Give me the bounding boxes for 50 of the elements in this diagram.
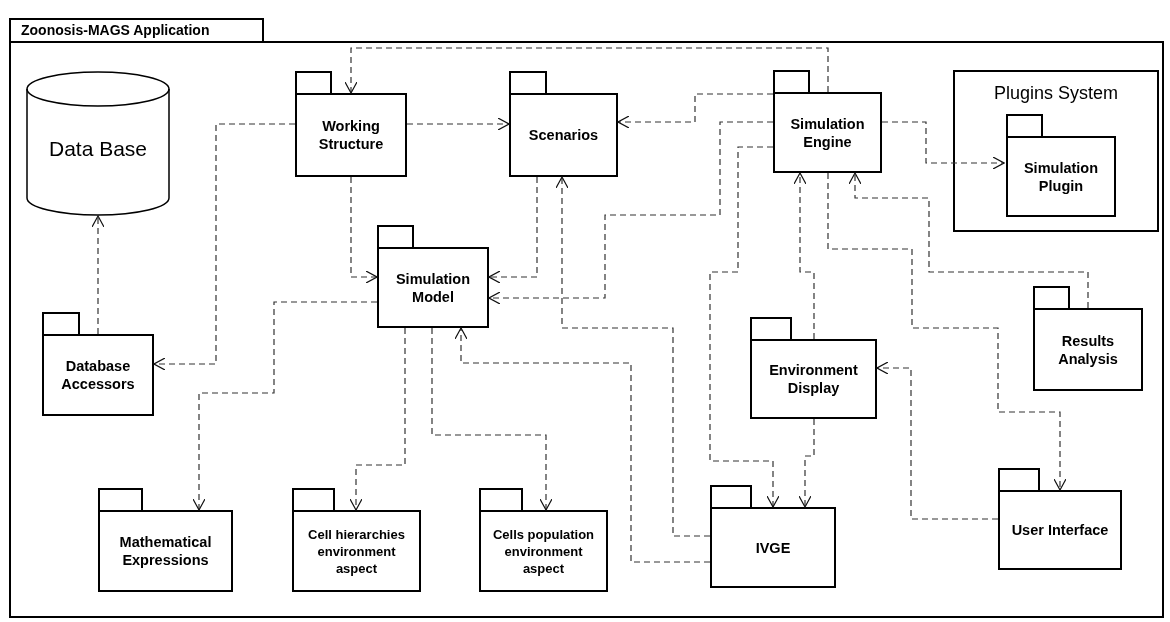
package-box: [98, 510, 233, 592]
package-label: User Interface: [1011, 521, 1109, 539]
package-label: Simulation Plugin: [1022, 158, 1100, 195]
dependency-arrow: [454, 327, 711, 563]
dependency-arrow: [488, 176, 538, 284]
package-label: Simulation Engine: [789, 114, 866, 151]
package-label: Results Analysis: [1057, 331, 1119, 368]
package-label: Mathematical Expressions: [118, 533, 213, 569]
subsystem-title: Plugins System: [992, 82, 1120, 105]
dependency-arrow: [153, 123, 296, 371]
package-box: [998, 490, 1122, 570]
dependency-arrow: [876, 361, 999, 520]
package-label: IVGE: [755, 538, 791, 557]
dependency-arrow: [555, 176, 711, 537]
dependency-arrow: [350, 176, 378, 284]
package-box: [750, 339, 877, 419]
dependency-arrow: [488, 121, 774, 305]
dependency-arrow: [827, 172, 1067, 491]
dependency-arrow: [344, 47, 829, 94]
subsystem-box: [953, 70, 1159, 232]
package-box: [292, 510, 421, 592]
package-label: Cell hierarchies environment aspect: [307, 525, 406, 577]
dependency-arrow: [798, 418, 815, 508]
package-label: Simulation Model: [394, 269, 472, 306]
package-box: [1006, 136, 1116, 217]
dependency-arrow: [709, 146, 780, 508]
dependency-arrow: [848, 172, 1089, 309]
package-label: Environment Display: [768, 361, 859, 397]
frame-title: Zoonosis-MAGS Application: [21, 21, 210, 40]
dependency-arrow: [406, 117, 510, 131]
dependency-arrow: [349, 327, 406, 511]
dependency-arrow: [192, 301, 378, 511]
package-label: Working Structure: [317, 117, 385, 153]
package-box: [1033, 308, 1143, 391]
package-box: [42, 334, 154, 416]
package-box: [295, 93, 407, 177]
dependency-arrow: [431, 327, 553, 511]
package-box: [773, 92, 882, 173]
package-label: Cells population environment aspect: [491, 525, 596, 577]
package-box: [710, 507, 836, 588]
dependency-arrow: [91, 215, 105, 335]
dependency-arrow: [793, 172, 815, 340]
package-box: [377, 247, 489, 328]
database-label: Data Base: [48, 135, 148, 162]
dependency-arrow: [617, 93, 774, 129]
package-label: Database Accessors: [60, 357, 136, 393]
package-label: Scenarios: [528, 126, 599, 144]
dependency-arrow: [881, 121, 1005, 170]
package-box: [509, 93, 618, 177]
package-box: [479, 510, 608, 592]
